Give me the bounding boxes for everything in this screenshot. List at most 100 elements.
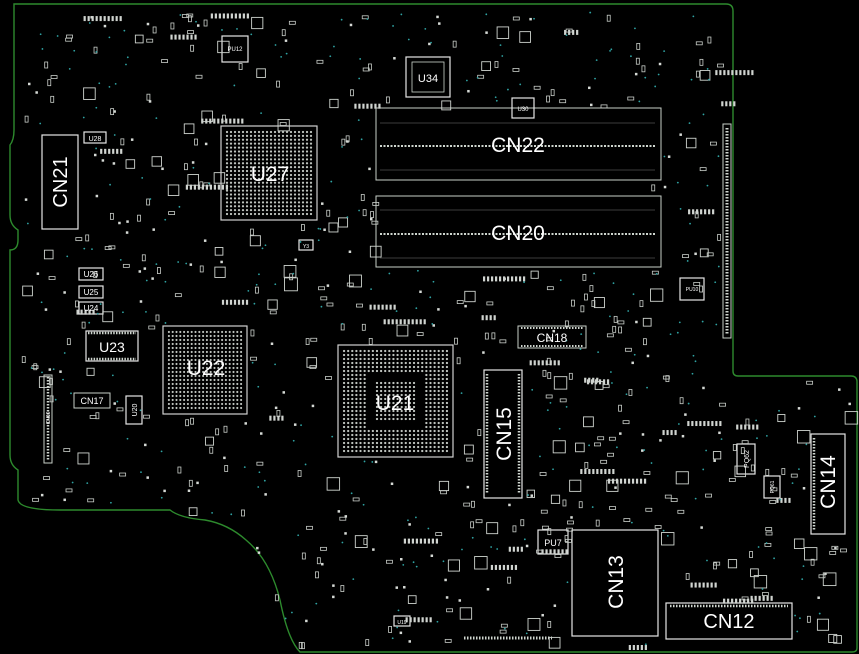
pad (444, 578, 447, 582)
via (610, 48, 613, 51)
passive-component (215, 428, 220, 436)
bga-ball (171, 346, 174, 350)
pad (146, 22, 150, 26)
via (39, 122, 42, 125)
pad-row (572, 29, 575, 35)
bga-ball (396, 365, 399, 369)
pad (667, 155, 671, 158)
small-ic (201, 110, 213, 123)
bga-ball (433, 405, 436, 409)
bga-ball (277, 177, 281, 180)
passive-component (274, 594, 279, 602)
bga-ball (342, 405, 346, 409)
pad (485, 31, 488, 34)
passive-component (765, 531, 773, 536)
bga-ball (213, 386, 216, 390)
via (155, 117, 158, 119)
bga-ball (301, 173, 305, 177)
bga-ball (392, 449, 395, 453)
pad-row (427, 538, 431, 544)
passive-component (157, 267, 161, 274)
bga-ball (194, 366, 197, 370)
bga-ball (445, 417, 449, 421)
bga-ball (236, 338, 239, 342)
pad-row (514, 276, 518, 282)
passive-component (223, 425, 228, 433)
bga-ball (245, 138, 249, 141)
bga-ball (273, 169, 277, 173)
bga-ball (167, 402, 170, 406)
bga-ball (404, 389, 407, 393)
pad (103, 24, 107, 28)
pad-row (369, 304, 372, 310)
bga-ball (351, 381, 354, 385)
bga-ball (392, 401, 395, 405)
bga-ball (171, 334, 174, 338)
passive-component (568, 372, 573, 380)
passive-component (361, 323, 366, 331)
small-ic (187, 174, 200, 186)
bga-ball (388, 397, 391, 401)
bga-ball (241, 177, 245, 180)
bga-ball (273, 201, 277, 204)
bga-ball (289, 181, 293, 184)
bga-ball (236, 406, 239, 410)
bga-ball (425, 385, 428, 389)
pad-row (421, 617, 424, 623)
passive-component (699, 167, 707, 172)
via (56, 35, 59, 37)
bga-ball (202, 362, 205, 366)
bga-ball (167, 370, 170, 374)
passive-component (477, 74, 485, 79)
bga-ball (412, 449, 416, 453)
bga-ball (241, 181, 245, 184)
bga-ball (367, 361, 370, 365)
chip-y3-body (298, 239, 314, 251)
pad-row (393, 304, 396, 310)
passive-component (591, 300, 596, 308)
bga-ball (379, 357, 383, 361)
bga-ball (183, 358, 186, 362)
label-u19: U19 (397, 620, 406, 626)
bga-ball (342, 393, 346, 397)
passive-component (651, 270, 659, 275)
bga-ball (269, 158, 273, 161)
bga-ball (236, 378, 239, 382)
bga-ball (228, 350, 231, 354)
via (565, 339, 568, 342)
via (346, 216, 349, 219)
pad-row (481, 315, 484, 321)
bga-ball (359, 353, 362, 357)
bga-ball (425, 449, 428, 453)
bga-ball (429, 397, 432, 401)
via (436, 620, 439, 623)
bga-ball (289, 158, 293, 161)
bga-ball (309, 166, 313, 169)
bga-ball (269, 181, 273, 184)
bga-ball (441, 425, 444, 429)
bga-ball (228, 330, 231, 334)
passive-component (24, 115, 29, 123)
bga-ball (277, 205, 281, 208)
via (208, 182, 210, 185)
bga-ball (425, 361, 428, 365)
pad (552, 329, 555, 333)
passive-component (665, 375, 670, 383)
bga-ball (305, 205, 309, 208)
bga-ball (273, 154, 277, 157)
bga-ball (224, 330, 227, 334)
bga-ball (249, 209, 253, 212)
pad-row (229, 118, 232, 124)
via (679, 207, 682, 210)
bga-ball (285, 162, 289, 165)
bga-ball (289, 189, 293, 192)
bga-ball (194, 398, 197, 402)
pad-row (237, 118, 240, 124)
bga-ball (351, 357, 354, 361)
bga-ball (412, 361, 416, 365)
bga-ball (257, 150, 261, 153)
bga-ball (355, 433, 358, 437)
bga-ball (233, 166, 237, 169)
bga-ball (273, 209, 277, 212)
bga-ball (241, 142, 245, 145)
